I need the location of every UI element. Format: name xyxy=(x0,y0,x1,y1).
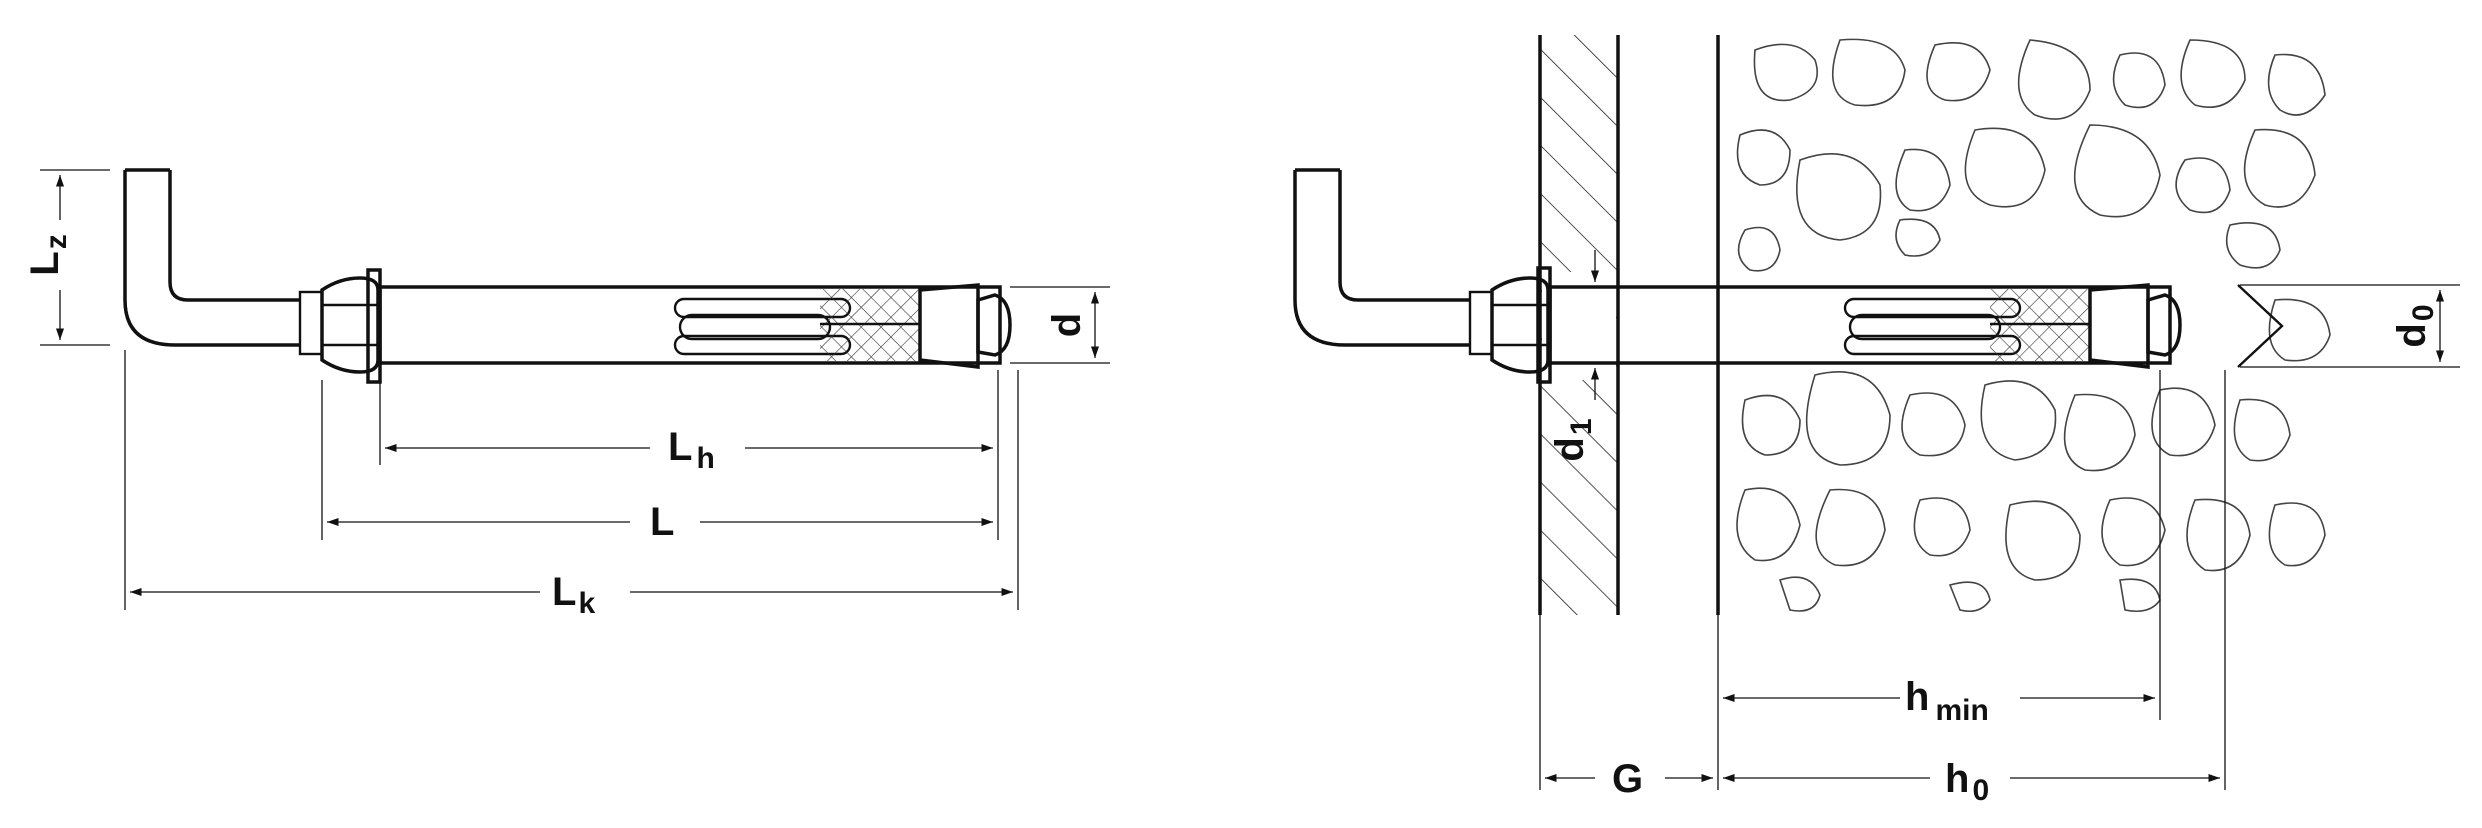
concrete-aggregate xyxy=(1736,38,2331,613)
label-G: G xyxy=(1612,757,1643,801)
label-d0: d0 xyxy=(2390,304,2440,347)
label-d: d xyxy=(1045,313,1089,337)
svg-text:d1: d1 xyxy=(1548,418,1598,461)
svg-text:d0: d0 xyxy=(2390,304,2440,347)
installed-anchor-right xyxy=(1293,35,2460,790)
label-Lz: Lz xyxy=(23,234,73,275)
label-d1: d1 xyxy=(1548,418,1598,461)
hook-bolt-left xyxy=(40,168,1110,610)
label-L: L xyxy=(650,500,674,544)
svg-text:Lz: Lz xyxy=(23,234,73,275)
svg-text:d: d xyxy=(1045,313,1089,337)
label-Lk: Lk xyxy=(552,570,595,620)
